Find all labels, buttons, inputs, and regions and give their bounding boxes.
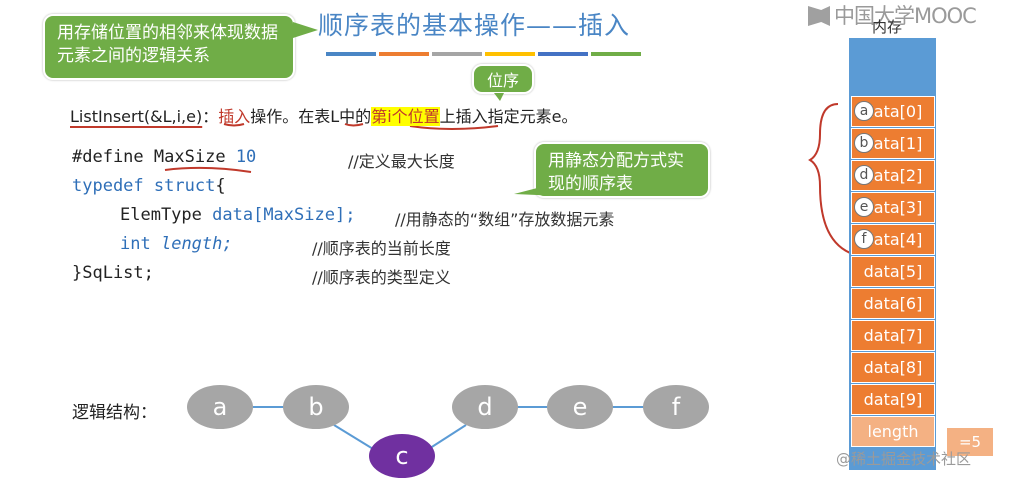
code-length-decl: length; [160, 234, 233, 254]
logic-node-f: f [643, 385, 709, 429]
code-data-decl: data[MaxSize]; [212, 205, 356, 225]
memory-length-cell: length [851, 416, 935, 447]
title-color-bar [591, 52, 641, 56]
memory-cell: data[8] [851, 352, 935, 383]
code-data-line: ElemType data[MaxSize]; [120, 205, 355, 225]
memory-cell: data[2] [851, 160, 935, 191]
length-value-tag: =5 [947, 428, 993, 456]
title-color-bar [326, 52, 376, 56]
code-define-comment: //定义最大长度 [348, 152, 455, 171]
code-typedef-kw: typedef [72, 176, 144, 196]
title-color-bar [379, 52, 429, 56]
logic-node-e: e [547, 385, 613, 429]
callout-storage-relation: 用存储位置的相邻来体现数据元素之间的逻辑关系 [43, 14, 295, 80]
maxsize-underline [164, 166, 252, 173]
element-marker: f [854, 229, 874, 249]
operation-signature: ListInsert(&L,i,e) [70, 107, 203, 126]
logic-node-b: b [283, 385, 349, 429]
logic-node-a: a [187, 385, 253, 429]
callout-static-allocation: 用静态分配方式实现的顺序表 [534, 142, 710, 198]
code-brace-open: { [215, 176, 226, 196]
code-define-name: MaxSize [153, 147, 226, 167]
logic-node-c: c [369, 434, 435, 478]
title-color-bar [432, 52, 482, 56]
callout-position-order: 位序 [472, 64, 534, 94]
mooc-logo: 中国大学MOOC [808, 0, 977, 30]
operation-position: 第i个位置 [371, 107, 440, 126]
code-elem-type: ElemType [120, 205, 202, 225]
title-color-bar [485, 52, 535, 56]
slide-title: 顺序表的基本操作——插入 [318, 11, 631, 40]
storage-callout-pointer [293, 22, 318, 38]
element-marker: a [854, 101, 874, 121]
code-close-comment: //顺序表的类型定义 [312, 268, 451, 287]
code-define-line: #define MaxSize 10 [72, 147, 256, 167]
memory-cell: data[5] [851, 256, 935, 287]
code-close-line: }SqList; [72, 263, 154, 283]
element-marker: e [854, 197, 874, 217]
code-int-kw: int [120, 234, 151, 254]
memory-cell: data[9] [851, 384, 935, 415]
memory-label: 内存 [872, 18, 903, 36]
code-data-comment: //用静态的“数组”存放数据元素 [395, 210, 615, 229]
watermark: @稀土掘金技术社区 [836, 450, 972, 468]
code-close-decl: }SqList; [72, 263, 154, 283]
operation-insert-word: 插入 [218, 107, 251, 126]
element-marker: b [854, 133, 874, 153]
code-length-line: int length; [120, 234, 233, 254]
operation-part1: 操作。在 [250, 107, 315, 126]
code-length-comment: //顺序表的当前长度 [312, 239, 451, 258]
logic-node-d: d [452, 385, 518, 429]
code-struct-kw: struct [153, 176, 216, 196]
memory-cell: data[7] [851, 320, 935, 351]
element-marker: d [854, 165, 874, 185]
logic-structure-label: 逻辑结构： [72, 403, 157, 423]
operation-table-word: 表 [314, 107, 331, 126]
operation-part2: L中的 [330, 107, 372, 126]
code-define-value: 10 [235, 147, 257, 167]
operation-description: ListInsert(&L,i,e)：插入操作。在表L中的第i个位置上插入指定元… [70, 103, 578, 127]
logo-text: 中国大学MOOC [834, 4, 977, 28]
memory-cell: data[6] [851, 288, 935, 319]
title-color-bar [538, 52, 588, 56]
code-typedef-line: typedef struct{ [72, 176, 226, 196]
code-define-kw: #define [72, 147, 144, 167]
operation-colon: ： [202, 107, 219, 126]
order-callout-pointer [494, 93, 504, 101]
operation-part3: 上插入指定元素e。 [439, 107, 578, 126]
mooc-logo-icon [808, 6, 830, 26]
